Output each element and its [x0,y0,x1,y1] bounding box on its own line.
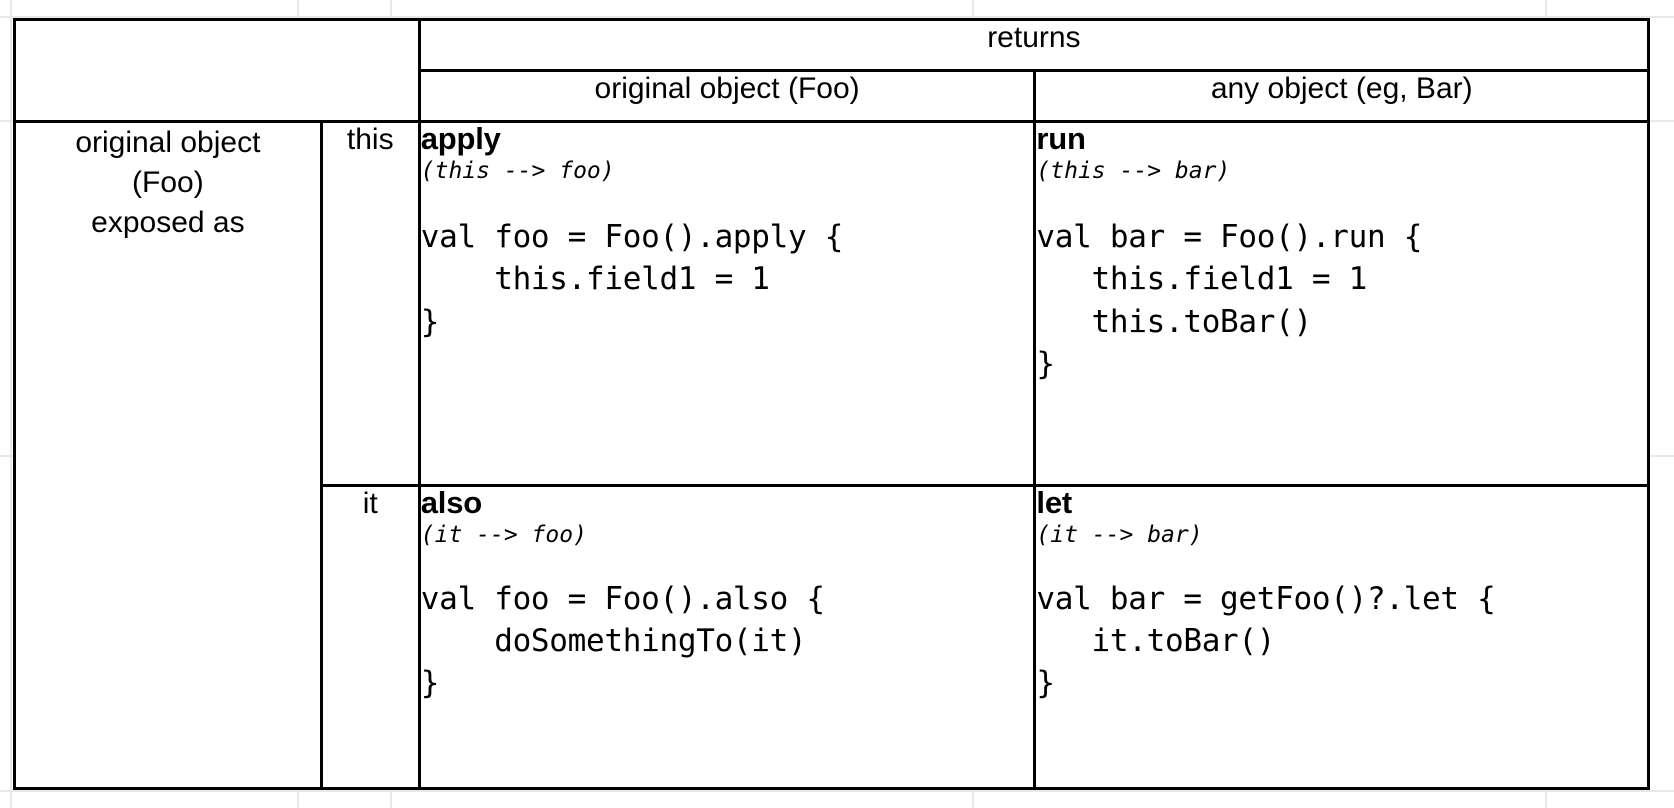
row-header-original-object-exposed-as: original object (Foo) exposed as [13,120,323,790]
function-signature-let: (it --> bar) [1036,521,1203,548]
cell-apply: apply (this --> foo) val foo = Foo().app… [417,120,1037,487]
header-corner-blank [13,18,421,123]
function-name-also: also [420,484,482,520]
scope-functions-table: returns original object (Foo) any object… [13,18,1651,791]
cell-run: run (this --> bar) val bar = Foo().run {… [1033,120,1650,487]
exposed-as-it: it [319,483,421,791]
table-row: original object (Foo) exposed as this ap… [13,120,1650,790]
table-row: it also (it --> foo) val foo = Foo().als… [15,483,1650,791]
code-sample-run: val bar = Foo().run { this.field1 = 1 th… [1036,219,1423,382]
code-sample-also: val foo = Foo().also { doSomethingTo(it)… [420,581,825,702]
header-column-any-object: any object (eg, Bar) [1033,69,1650,123]
row-header-line-1: original object [75,126,261,159]
exposed-as-this: this [319,120,421,487]
row-header-line-3: exposed as [91,205,245,239]
grid-vline [10,0,12,808]
function-signature-apply: (this --> foo) [420,157,615,184]
cell-also: also (it --> foo) val foo = Foo().also {… [417,483,1037,791]
function-name-run: run [1036,121,1086,156]
function-name-let: let [1036,484,1072,520]
header-column-original-object: original object (Foo) [417,69,1037,123]
function-signature-run: (this --> bar) [1036,157,1231,184]
code-sample-apply: val foo = Foo().apply { this.field1 = 1 … [420,219,844,340]
header-returns: returns [417,18,1651,72]
code-sample-let: val bar = getFoo()?.let { it.toBar() } [1036,581,1496,702]
row-header-line-2: (Foo) [132,165,204,199]
function-name-apply: apply [420,121,501,156]
cell-let: let (it --> bar) val bar = getFoo()?.let… [1033,483,1650,791]
table-header-row-columns: original object (Foo) any object (eg, Ba… [15,69,1650,123]
grid-hline [0,790,1674,792]
table-header-row-returns: returns [13,18,1651,123]
function-signature-also: (it --> foo) [420,521,587,548]
